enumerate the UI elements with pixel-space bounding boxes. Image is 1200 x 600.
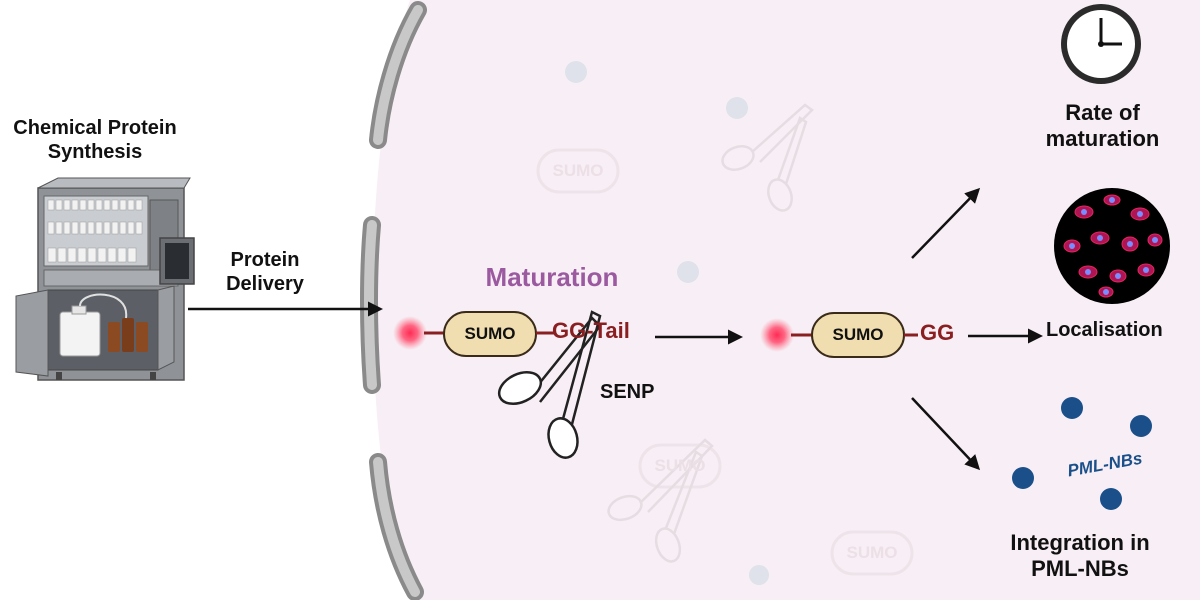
microscopy-cells-icon [1054,188,1170,304]
integration-label: Integration in PML-NBs [990,530,1170,583]
senp-label: SENP [600,381,655,403]
integration-label-line2: PML-NBs [1031,556,1129,582]
background-scissors-icon [607,103,814,563]
fluorophore-glow-1 [393,316,427,350]
synthesis-title-line2: Synthesis [47,141,143,163]
arrow-to-rate [911,187,981,259]
delivery-label: Protein Delivery [205,248,325,296]
fluorophore-glow-2 [760,318,794,352]
sumo-label-1: SUMO [464,324,516,343]
maturation-label: Maturation [485,262,619,292]
gg-tail-label: GG-Tail [552,318,630,343]
cell-body [372,0,1200,600]
delivery-label-line1: Protein [230,249,300,271]
rate-label: Rate of maturation [1020,100,1185,153]
synthesis-title-line1: Chemical Protein [13,117,177,139]
background-dots [565,61,769,585]
integration-label-line1: Integration in [1010,530,1150,555]
localisation-label: Localisation [1046,319,1163,341]
arrow-to-integration [911,397,981,471]
sumo-label-2: SUMO [832,325,884,344]
clock-icon [1061,4,1141,84]
background-sumo-2: SUMO [654,456,706,475]
peptide-synthesizer-icon [15,177,195,381]
background-sumo-3: SUMO [846,543,898,562]
background-sumo-pills [536,148,914,576]
cell-membrane [360,1,427,600]
synthesis-title: Chemical Protein Synthesis [0,116,190,164]
background-sumo-1: SUMO [552,161,604,180]
gg-label: GG [920,320,955,345]
pml-nb-dots [1012,397,1152,510]
rate-label-line1: Rate of [1065,100,1140,125]
scissors-icon [497,310,602,459]
delivery-label-line2: Delivery [226,273,304,295]
rate-label-line2: maturation [1045,126,1160,152]
